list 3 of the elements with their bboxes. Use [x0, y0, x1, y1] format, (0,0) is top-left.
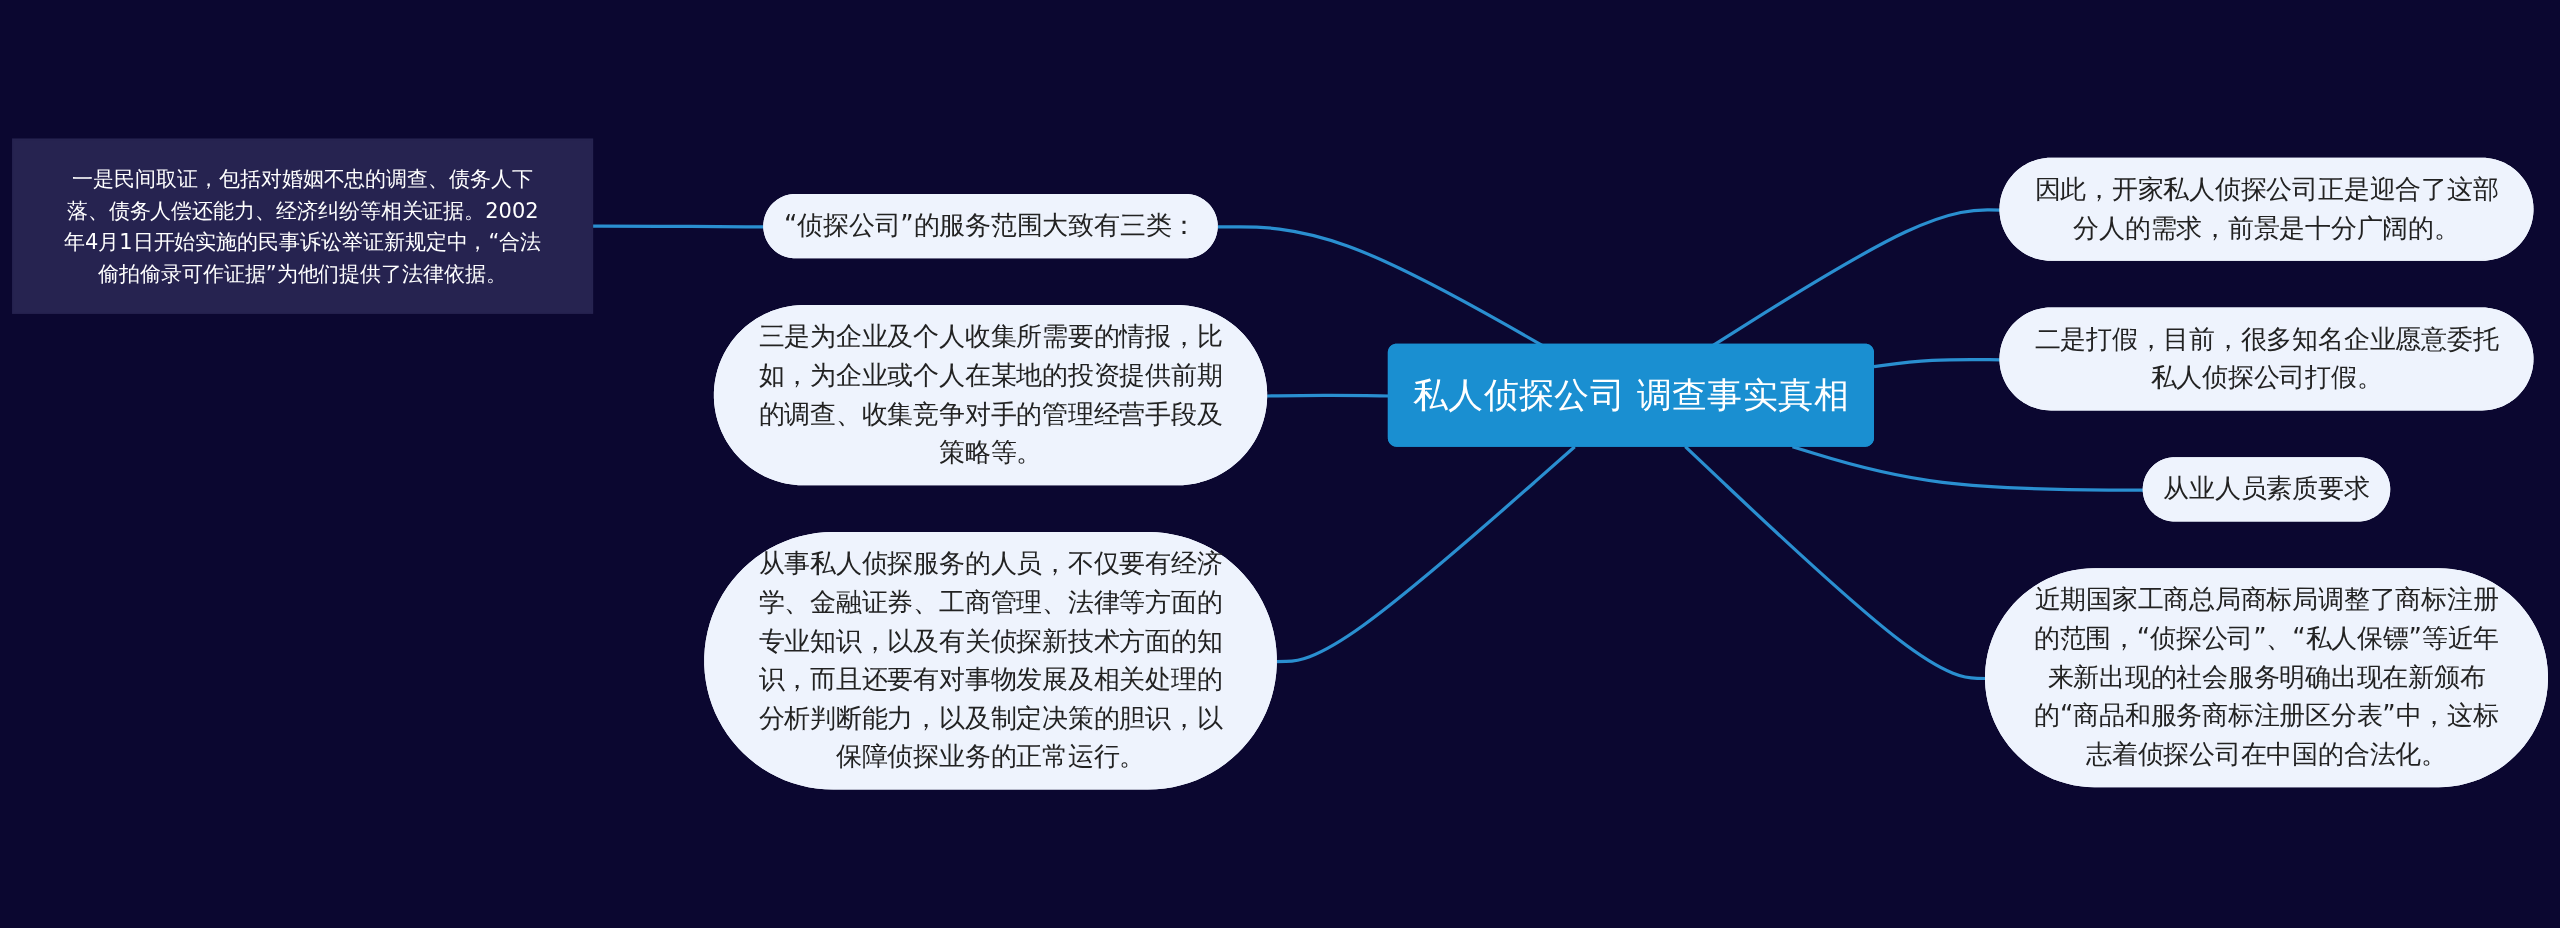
node-box: 一是民间取证，包括对婚姻不忠的调查、债务人下落、债务人偿还能力、经济纠纷等相关证据。2002年4月1日开始实施的民事诉讼举证新规定中，“合法偷拍偷录可作证据”为他们提供了法律依据。	[12, 138, 594, 314]
connector	[1276, 445, 1576, 664]
connector	[592, 224, 765, 229]
